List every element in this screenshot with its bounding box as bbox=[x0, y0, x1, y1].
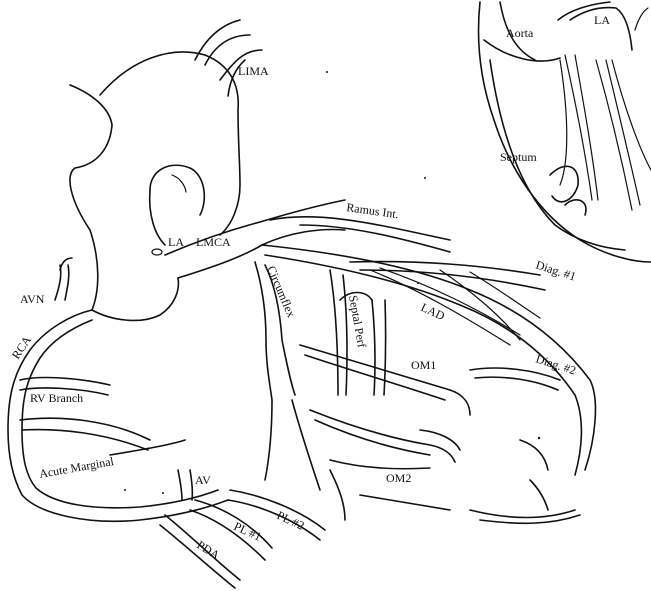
label-pl1: PL #1 bbox=[232, 519, 264, 544]
right-coronary-system bbox=[7, 257, 326, 589]
label-la-inset: LA bbox=[594, 13, 610, 27]
label-av: AV bbox=[195, 473, 211, 487]
label-lmca: LMCA bbox=[196, 235, 231, 249]
label-om1: OM1 bbox=[411, 358, 436, 372]
label-lima: LIMA bbox=[238, 64, 269, 78]
label-om2: OM2 bbox=[386, 471, 411, 485]
label-lad: LAD bbox=[419, 300, 448, 323]
label-la: LA bbox=[168, 235, 184, 249]
label-ramus: Ramus Int. bbox=[346, 200, 400, 221]
label-septum: Septum bbox=[500, 150, 537, 164]
specks bbox=[124, 71, 541, 494]
label-diag1: Diag. #1 bbox=[534, 258, 578, 284]
label-aorta-inset: Aorta bbox=[506, 26, 534, 40]
aorta-arch bbox=[69, 51, 241, 322]
label-pl2: PL #2 bbox=[275, 508, 307, 533]
left-main-system bbox=[151, 199, 597, 525]
label-acute-marginal: Acute Marginal bbox=[38, 454, 115, 481]
label-rv-branch: RV Branch bbox=[30, 391, 83, 405]
label-avn: AVN bbox=[20, 292, 45, 306]
label-circumflex: Circumflex bbox=[264, 264, 298, 320]
heart-inset bbox=[477, 1, 651, 263]
lima-vessel bbox=[194, 19, 263, 97]
label-rca: RCA bbox=[9, 333, 34, 362]
label-pda: PDA bbox=[194, 538, 222, 563]
label-septal-perf: Septal Perf bbox=[346, 294, 369, 349]
